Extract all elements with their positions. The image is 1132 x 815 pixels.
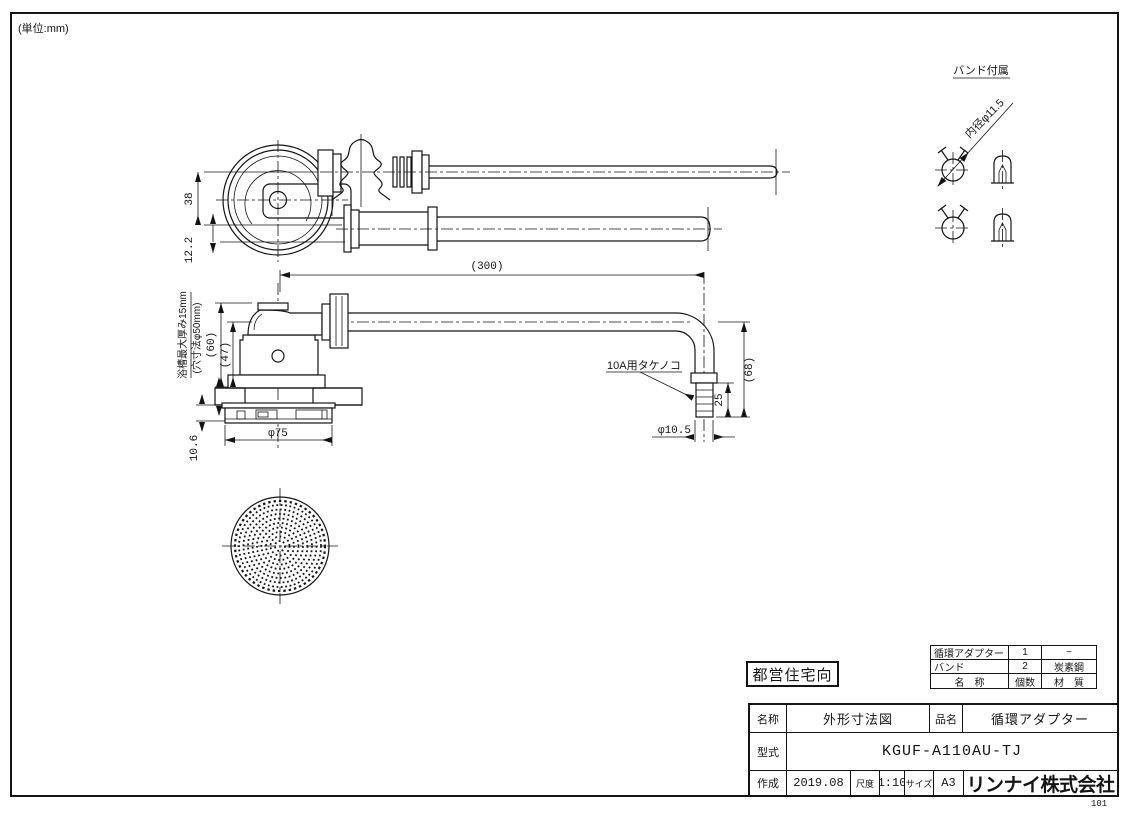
model-label: 型式 xyxy=(750,733,787,770)
band-detail-title: バンド付属 xyxy=(953,64,1009,77)
size-value: A3 xyxy=(934,771,964,795)
top-view-drawing: 38 12.2 xyxy=(184,134,790,263)
dim-flange-dia: φ75 xyxy=(268,428,288,440)
dim-barb-dia: φ10.5 xyxy=(658,425,691,437)
dim-pipe-pitch: 38 xyxy=(184,192,196,205)
created-date: 2019.08 xyxy=(787,771,851,795)
header-qty: 個数 xyxy=(1009,674,1042,688)
model-number: KGUF-A110AU-TJ xyxy=(881,743,1023,760)
header-material: 材 質 xyxy=(1054,677,1084,689)
part-material: 炭素鋼 xyxy=(1054,663,1084,673)
dim-length: (300) xyxy=(470,261,503,273)
drawing-name: 外形寸法図 xyxy=(787,705,930,732)
dim-protrusion: 10.6 xyxy=(189,435,201,461)
name-label: 名称 xyxy=(750,705,787,732)
title-block-row-2: 型式 KGUF-A110AU-TJ xyxy=(750,733,1117,771)
band-clamp-side-view xyxy=(991,150,1014,189)
stamp-box: 都営住宅向 xyxy=(746,661,839,687)
sheet-border xyxy=(10,12,1119,797)
parts-table-row: バンド 2 炭素鋼 xyxy=(931,659,1096,673)
scale-value: 1:10 xyxy=(880,771,905,795)
company-name: リンナイ株式会社 xyxy=(966,774,1115,796)
strainer-bottom-view xyxy=(222,488,338,604)
dim-offset: 12.2 xyxy=(184,237,196,263)
band-detail-drawing: バンド付属 内径φ11.5 xyxy=(934,64,1015,248)
product-name: 循環アダプター xyxy=(990,712,1089,727)
product-label: 品名 xyxy=(930,705,963,732)
part-name: バンド xyxy=(931,660,1009,673)
band-inner-diameter-label: 内径φ11.5 xyxy=(962,96,1007,141)
dim-barb-len: 25 xyxy=(714,393,726,406)
band-clamp-front-view xyxy=(935,146,971,188)
parts-table-header-row: 名 称 個数 材 質 xyxy=(931,673,1096,688)
header-name: 名 称 xyxy=(931,674,1009,688)
dim-drop: (68) xyxy=(744,357,756,383)
label-hole-size: (穴寸法φ50mm) xyxy=(190,303,203,374)
title-block-row-1: 名称 外形寸法図 品名 循環アダプター xyxy=(750,705,1117,733)
form-number: 101 xyxy=(1091,799,1108,809)
label-barb: 10A用タケノコ xyxy=(607,359,681,372)
created-label: 作成 xyxy=(750,771,787,795)
title-block-row-3: 作成 2019.08 尺度 1:10 サイズ A3 リンナイ株式会社 xyxy=(750,771,1117,795)
part-material: − xyxy=(1066,647,1072,658)
part-qty: 2 xyxy=(1009,660,1042,673)
part-name: 循環アダプター xyxy=(931,646,1009,659)
label-wall-thickness: 浴槽最大厚み15mm xyxy=(176,291,189,379)
part-qty: 1 xyxy=(1009,646,1042,659)
dim-pipe-height: (47) xyxy=(220,342,232,368)
stamp-text: 都営住宅向 xyxy=(752,666,833,684)
unit-note: (単位:mm) xyxy=(18,23,69,35)
parts-table: 循環アダプター 1 − バンド 2 炭素鋼 名 称 個数 材 質 xyxy=(930,645,1097,689)
side-view-drawing: (300) (60) (47) 浴槽最大厚み15mm (穴寸法φ50mm) φ7… xyxy=(176,261,756,461)
parts-table-row: 循環アダプター 1 − xyxy=(931,646,1096,659)
size-label: サイズ xyxy=(905,771,934,795)
title-block: 名称 外形寸法図 品名 循環アダプター 型式 KGUF-A110AU-TJ 作成… xyxy=(748,703,1119,797)
scale-label: 尺度 xyxy=(851,771,880,795)
rubber-packing xyxy=(331,134,391,207)
dim-height: (60) xyxy=(206,332,218,358)
